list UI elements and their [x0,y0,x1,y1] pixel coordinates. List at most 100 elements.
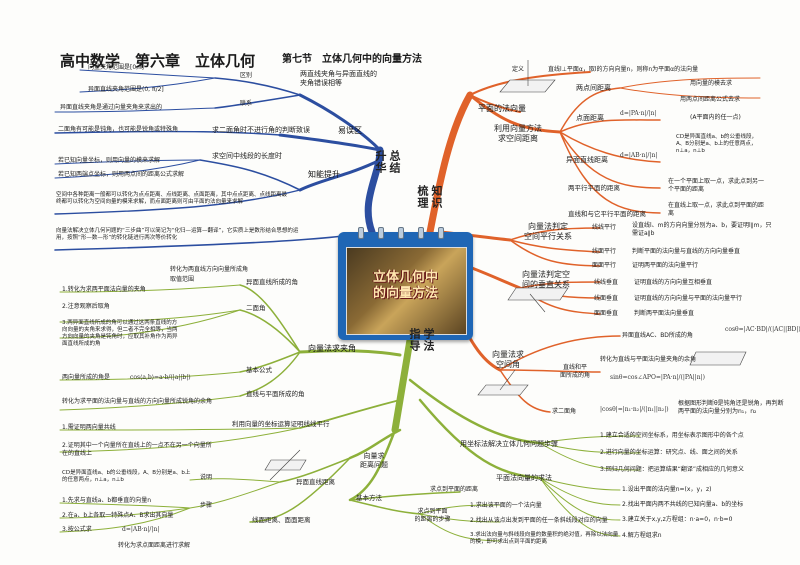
lp-angle-label: 直线和平面所成的角 [559,364,590,379]
pp-step1: 1.求出该平面的一个法向量 [470,502,542,509]
two-point-b: 用两点间距离公式去求 [680,96,741,103]
coord-method-label: 用坐标法解决立体几何问题步骤 [460,440,558,448]
calendar-image [346,247,467,335]
dihedral-step2: 2.注意观察后取角 [62,303,110,310]
lp-angle-formula: sinθ=cos∠APO=|PA·n|/(|PA||n|) [610,374,706,381]
basic-method-label: 基本方法 [356,494,382,502]
definition-text: 直线l⊥平面α，取l的方向向量n，则称n为平面α的法向量 [548,66,699,73]
explain-label: 说明 [200,474,213,481]
normal-step1: 1.设出平面的法向量n=(x，y，z) [622,486,712,493]
skew-distance-formula: d=|AB·n|/|n| [122,526,160,533]
step-s1: 1.先求与直线a、b都垂直的向量n [62,497,152,504]
center-title-line1: 立体几何中 [372,270,438,285]
seg-len-b: 若已知两端点坐标，则用两点间的距离公式求解 [58,171,185,178]
basic-formula-label: 基本公式 [246,366,272,374]
lp-angle-method-text: 转化为求平面的法向量与直线的方向向量所成锐角的余角 [62,398,213,405]
calendar-ring [378,227,384,239]
dihedral-step1: 1.转化为求两平面法向量的夹角 [62,286,146,293]
vector-angle-range: 向量夹角范围是[0,π] [88,64,145,71]
coord-step2: 2.证明其中一个向量所在直线上的一点不在另一个向量所在的直线上 [62,442,212,457]
skew-angle-formula: cosθ=|AC·BD|/(|AC||BD|) [725,326,800,333]
branch-summary-1: 总结 [388,150,401,174]
pp-step2: 2.找出从该点出发到平面的任一条斜线段对应的向量 [470,517,608,524]
angle-title: 向量法求空间角 [492,350,524,369]
easy-mistakes-label: 易误区 [338,126,362,135]
seg-len-title: 求空间中线段的长度时 [212,152,282,160]
calendar-ring [398,227,404,239]
dihedral-note: 根据图形判断θ是钝角还是锐角，再判断两平面的法向量分别为n₁，n₂ [678,400,784,415]
line-plane-parallel-note: 在直线上取一点，求此点到平面的距离 [668,202,765,217]
coord-method-1: 1.建立合适的空间坐标系，用坐标表示图形中的各个点 [600,432,744,439]
calendar-ring [418,227,424,239]
coord-perp-label: 利用向量的坐标运算证明线线平行 [232,420,330,428]
angle-misconception: 两直线夹角与异面直线的夹角错误相等 [300,70,377,87]
ll-parallel-label: 线线平行 [592,224,617,231]
ll-perp-note: 证明直线的方向向量互相垂直 [634,279,713,286]
coord-step1: 1.需证明两向量共线 [62,424,116,431]
range-label: 取值范围 [170,276,195,283]
lp-parallel-note: 判断平面的法向量与直线的方向向量垂直 [632,248,741,255]
branch-knowledge-2: 梳理 [416,185,429,209]
dihedral-label: 求二面角 [552,408,577,415]
parallel-plane-note: 在一个平面上取一点，求此点到另一个平面的距离 [668,178,765,193]
skew-dist-formula: d=|AB·n|/|n| [620,152,658,159]
parallel-title: 向量法判定空间平行关系 [524,222,572,241]
relation-label: 联系 [240,100,253,107]
explain-text: CD是异面直线a、b的公垂线段，A、B分别是a、b上的任意两点，n⊥a，n⊥b [62,470,191,483]
point-plane-note: (A平面内的任一点) [690,114,741,121]
skill-label: 知能提升 [308,170,340,179]
three-step-text: 向量法解决立体几何问题的“三步曲”可以简记为“化归—运算—翻译”，它实质上是数形… [56,228,299,241]
pp-step3: 3.求出法向量与斜线段向量的数量积的绝对值，再除以法向量的模，即可求出点到平面的… [470,532,619,545]
page-title: 高中数学 第六章 立体几何 [60,52,256,70]
center-title-line2: 的向量方法 [372,286,438,301]
pp-parallel-label: 面面平行 [592,262,617,269]
lp-perp-label: 线面垂直 [594,295,619,302]
point-plane-formula: d=|PA·n|/|n| [620,110,657,117]
spatial-distance-label: 利用向量方法求空间距离 [494,124,542,143]
perp-title: 向量法判定空间的垂直关系 [522,270,570,289]
lp-angle-note: 转化为直线与平面法向量夹角的余角 [600,356,697,363]
center-title: 立体几何中 的向量方法 [338,270,473,302]
normal-method-label: 平面法向量的求法 [496,474,552,482]
dihedral-method-label: 二面角 [246,304,266,312]
basic-formula: cos⟨a,b⟩=a·b/(|a||b|) [130,374,191,381]
center-calendar [338,227,473,340]
skew-line-angle-note: 转化为两直线方向向量所成角 [170,266,249,273]
normal-step3: 3.建立关于x,y,z方程组：n·a=0，n·b=0 [622,516,733,523]
branch-method-1: 学法 [422,328,435,352]
calendar-ring [438,227,444,239]
dihedral-judge: 求二面角时不进行角的判断致误 [212,126,310,134]
dihedral-formula: |cosθ|=|n₁·n₂|/(|n₁||n₂|) [600,406,669,413]
point-plane-method-label: 求点到平面的距离 [430,486,479,493]
knowledge-trunk [426,91,474,236]
line-plane-dist-note: 转化为求点面距离进行求解 [118,542,191,549]
basic-formula-text: 两向量所成的角是 [62,374,111,381]
point-plane-label: 点面距离 [576,114,604,122]
ll-perp-label: 线线垂直 [594,279,619,286]
normal-step4: 4.解方程组求n [622,532,662,539]
ll-parallel-note: 设直线l、m的方向向量分别为a、b，要证明l∥m，只需证a∥b [632,222,772,237]
seg-len-a: 若已知向量坐标，则用向量的模来求解 [58,157,161,164]
two-point-label: 两点间距离 [576,84,611,92]
distinguish-label: 区别 [240,72,253,79]
pp-perp-label: 面面垂直 [594,310,619,317]
dihedral-step3: 3.两异面直线所成的角可以通过这两条直线的方向向量的夹角来求得，但二者不完全相等… [62,320,178,347]
parallel-plane-label: 两平行平面的距离 [568,184,620,192]
skew-angle-label: 异面直线AC、BD所成的角 [622,332,693,339]
dihedral-text: 二面角有可能是钝角，也可能是锐角或特殊角 [58,126,179,133]
steps-label: 步骤 [200,502,213,509]
lp-parallel-label: 线面平行 [592,248,617,255]
two-point-a: 用向量的模去求 [690,80,733,87]
step-s3: 3.按公式求 [62,526,92,533]
pp-perp-note: 判断两平面法向量垂直 [634,310,695,317]
distance-text: 空间中各种距离一般都可以转化为点点距离、点线距离、点面距离，其中点点距离、点线距… [56,192,288,205]
calendar-ring [358,227,364,239]
section-title: 第七节 立体几何中的向量方法 [282,54,422,65]
angle-method-label: 向量法求夹角 [308,344,356,353]
relation-text: 异面直线夹角是通过向量夹角来求出的 [60,104,163,111]
summary-trunk [364,146,384,236]
line-plane-parallel-label: 直线和与它平行平面的距离 [568,210,646,218]
skew-line-angle-label: 异面直线所成的角 [246,278,298,286]
